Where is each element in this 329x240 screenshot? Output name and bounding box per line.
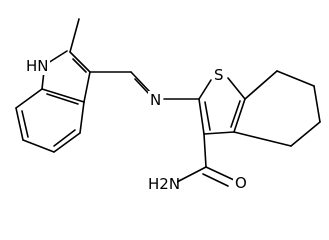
bond-c7a-c7 [244,70,278,100]
bond-s-c7a [227,77,246,100]
bond-c7a-c3a-double [230,100,241,128]
bond-c7a-c3a-inner [46,93,79,105]
bond-c3-c2 [198,98,205,135]
bond-carbonyl-o [205,166,235,181]
bond-c3a-c3 [203,131,235,135]
bond-c2-s [198,79,212,100]
bond-c2-c3 [69,51,91,73]
indole-ring-system [15,18,91,153]
bond-c7-c6-double [21,110,29,138]
bond-c4-c3a [79,101,85,134]
bond-carbonyl-o-double [202,173,229,187]
bond-ch-n [130,71,151,93]
label-bg-nh2 [146,175,177,193]
bond-c3-carbonyl [203,133,207,168]
bond-carbonyl-n [176,166,207,183]
atom-label-o: O [235,174,247,192]
atom-label-n-imine: N [150,91,161,109]
bond-c7a-c7 [15,88,43,109]
bond-c5-c4 [53,132,81,153]
bond-c3-c2-double [204,101,211,131]
atom-label-s: S [214,66,224,84]
imine-linker [89,71,200,100]
bond-c5-c4 [290,121,321,147]
bond-c7a-c3a [233,98,246,133]
bond-c7-c6 [15,107,24,141]
bond-c7a-c3a [41,88,85,103]
bond-ch-n-double [134,78,151,96]
label-bg-n-imine [148,91,162,109]
structure-diagram: HN N S O H2N [15,18,321,193]
bond-c7-c6 [276,70,315,87]
label-bg-o [233,174,247,192]
label-bg-s [212,66,226,84]
bond-c4-c3a [233,131,292,147]
label-bg-nh [24,57,50,75]
atom-label-nh: HN [26,57,49,75]
bond-c6-c5 [22,139,55,153]
bond-c2-c3-double [72,58,87,73]
benzothiophene-ring-system [198,70,321,147]
bond-c3-c3a [83,71,91,103]
bond-c6-c5 [313,85,321,123]
bond-c2-methyl [69,18,80,53]
bond-n1-c2 [47,50,68,64]
atom-label-nh2: H2N [148,175,180,193]
carboxamide-group [176,133,235,187]
bond-c5-c4-double [53,129,76,147]
